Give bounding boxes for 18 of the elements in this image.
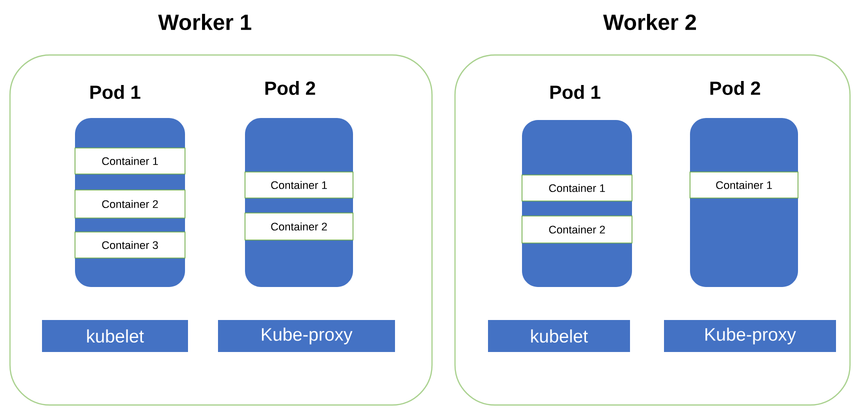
- container-box: Container 2: [522, 216, 632, 244]
- container-box: Container 3: [74, 232, 186, 258]
- container-box: Container 1: [74, 148, 186, 174]
- node-label: Pod 1: [90, 85, 140, 99]
- node-label: Pod 1: [550, 85, 600, 99]
- node-label: Worker 2: [603, 14, 696, 30]
- container-box: Container 1: [690, 172, 798, 198]
- container-box: Container 2: [244, 212, 354, 240]
- component-bar: kubelet: [42, 320, 188, 352]
- container-box: Container 1: [522, 174, 632, 202]
- node-label: Pod 2: [265, 81, 316, 95]
- container-box: Container 1: [244, 172, 354, 198]
- component-bar: Kube-proxy: [218, 320, 395, 352]
- component-bar: Kube-proxy: [664, 320, 836, 352]
- node-label: Pod 2: [710, 81, 760, 95]
- node-label: Worker 1: [158, 14, 252, 30]
- container-box: Container 2: [74, 190, 186, 218]
- component-bar: kubelet: [488, 320, 630, 352]
